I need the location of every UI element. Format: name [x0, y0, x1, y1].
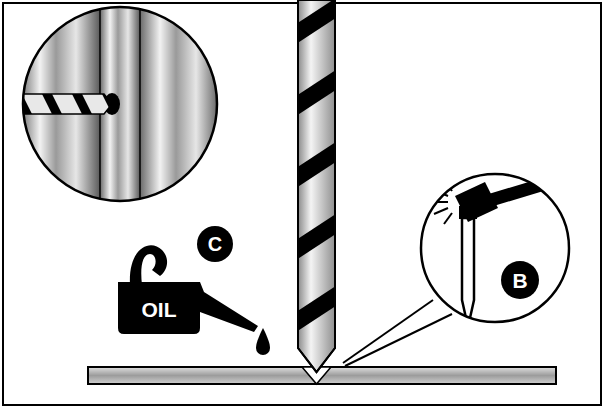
callout-letter: C: [208, 234, 222, 254]
callout-letter: B: [512, 270, 527, 291]
oil-can-label: OIL: [142, 299, 177, 320]
flute-band: [70, 90, 94, 118]
flute-band: [40, 90, 64, 118]
flute-band: [290, 352, 345, 408]
flute-band: [100, 90, 124, 118]
